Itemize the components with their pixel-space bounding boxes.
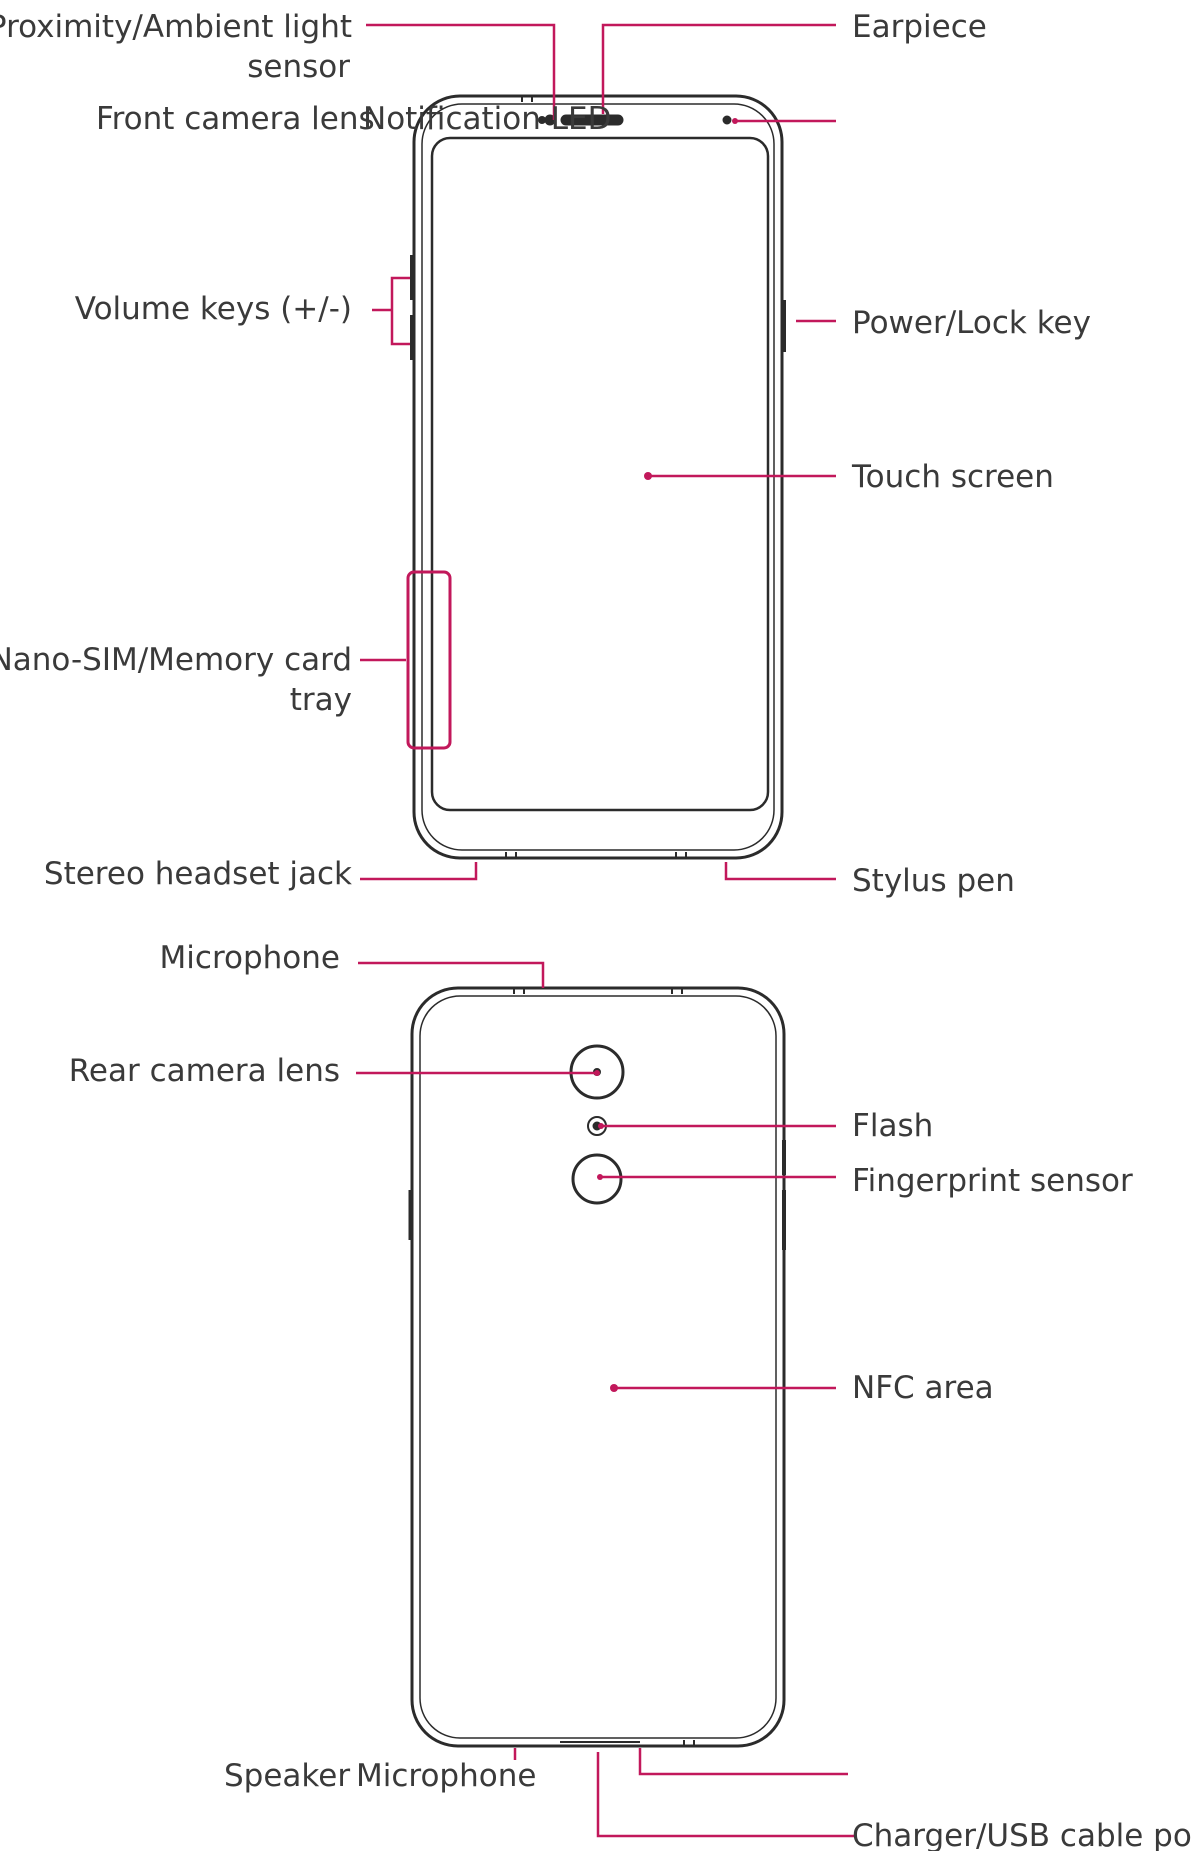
dot-notification-led (732, 118, 738, 124)
dot-touch-screen (644, 472, 652, 480)
label-power-key: Power/Lock key (852, 305, 1091, 341)
back-device (408, 986, 786, 1748)
earpiece-slot (560, 114, 624, 126)
sim-tray-highlight (406, 570, 452, 750)
callout-headset-jack (360, 862, 478, 881)
callout-usb-port (596, 1752, 854, 1838)
front-callouts (360, 23, 836, 881)
label-stylus-pen: Stylus pen (852, 863, 1015, 899)
label-nfc: NFC area (852, 1370, 994, 1406)
label-rear-camera: Rear camera lens (69, 1053, 340, 1089)
back-body-outline (410, 986, 786, 1748)
callout-proximity-sensor (366, 23, 556, 120)
callout-earpiece (601, 23, 836, 114)
back-body-inner-edge (419, 995, 777, 1739)
label-sim-tray-line2: tray (290, 682, 352, 718)
callout-volume-bracket (390, 276, 410, 346)
dot-flash (598, 1123, 604, 1129)
label-sim-tray-line1: Nano-SIM/Memory card (0, 642, 352, 678)
label-speaker: Speaker (224, 1758, 350, 1794)
label-fingerprint: Fingerprint sensor (852, 1163, 1133, 1199)
label-volume-keys: Volume keys (+/-) (75, 291, 352, 327)
front-labels: Proximity/Ambient light sensor Front cam… (0, 9, 1091, 899)
dot-nfc (610, 1384, 618, 1392)
label-front-camera: Front camera lens (96, 101, 375, 137)
label-headset-jack: Stereo headset jack (44, 856, 352, 892)
sensor-dot (538, 116, 546, 124)
dot-rear-camera (594, 1070, 600, 1076)
back-labels: Microphone Rear camera lens Flash Finger… (69, 940, 1193, 1854)
callout-stylus-pen (724, 862, 836, 881)
label-proximity-sensor-line1: Proximity/Ambient light (0, 9, 352, 45)
label-earpiece: Earpiece (852, 9, 987, 45)
label-usb-port: Charger/USB cable port (852, 1818, 1193, 1851)
touch-screen-panel (430, 136, 770, 812)
back-callouts (356, 961, 854, 1838)
callout-microphone-top (358, 961, 545, 988)
fingerprint-ring (571, 1153, 623, 1205)
back-callout-dots (594, 1070, 618, 1392)
led-dot (722, 115, 732, 125)
label-microphone-bottom: Microphone (356, 1758, 536, 1794)
callout-right-port (638, 1748, 848, 1776)
label-flash: Flash (852, 1108, 933, 1144)
front-callout-dots (644, 118, 738, 480)
label-notification-led: Notification LED (363, 101, 611, 137)
label-proximity-sensor-line2: sensor (247, 49, 350, 85)
label-microphone-top: Microphone (160, 940, 340, 976)
label-touch-screen: Touch screen (851, 459, 1054, 495)
dot-fingerprint (597, 1174, 603, 1180)
